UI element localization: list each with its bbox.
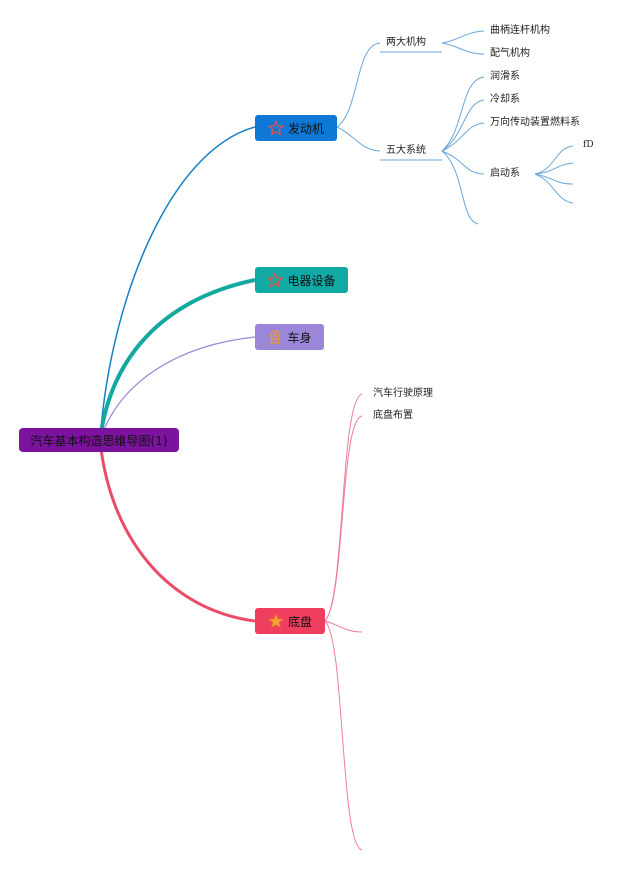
topic-crank-linkage[interactable]: 曲柄连杆机构: [490, 25, 550, 36]
edge-two-c1: [441, 30, 485, 44]
branch-engine-label: 发动机: [287, 121, 324, 136]
edge-root-electrical: [98, 278, 256, 441]
edge-chassis-c3: [324, 620, 363, 633]
star-filled-icon: [267, 613, 284, 629]
edge-start-c1: [534, 145, 574, 175]
topic-two-mechanisms[interactable]: 两大机构: [386, 37, 426, 48]
branch-electrical[interactable]: 电器设备: [255, 267, 348, 293]
branch-body-label: 车身: [287, 330, 312, 345]
edge-chassis-c2: [324, 415, 363, 622]
topic-five-systems[interactable]: 五大系统: [386, 145, 426, 156]
root-node[interactable]: 汽车基本构造思维导图(1): [19, 428, 179, 452]
edge-chassis-c4: [324, 620, 363, 851]
edge-start-c3: [534, 173, 574, 185]
edge-five-c3: [441, 122, 485, 152]
edge-five-c2: [441, 99, 485, 152]
star-outline-icon: [267, 120, 284, 136]
topic-starting-system[interactable]: 启动系: [490, 168, 520, 179]
edge-root-chassis: [98, 439, 256, 623]
edge-engine-five: [336, 126, 381, 152]
award-ribbon-icon: [267, 329, 283, 345]
branch-body[interactable]: 车身: [255, 324, 324, 350]
star-outline-icon: [267, 272, 284, 288]
topic-fd[interactable]: fD: [583, 140, 594, 150]
edge-root-engine: [99, 126, 256, 441]
topic-drivetrain-fuel[interactable]: 万向传动装置燃料系: [490, 117, 580, 128]
edge-five-c1: [441, 76, 485, 152]
branch-electrical-label: 电器设备: [287, 273, 336, 288]
branch-engine[interactable]: 发动机: [255, 115, 337, 141]
branch-chassis[interactable]: 底盘: [255, 608, 325, 634]
edge-start-c4: [534, 173, 574, 204]
edge-five-c5: [441, 150, 479, 225]
topic-lubrication[interactable]: 润滑系: [490, 71, 520, 82]
topic-cooling[interactable]: 冷却系: [490, 94, 520, 105]
topic-chassis-layout[interactable]: 底盘布置: [373, 410, 413, 421]
edge-engine-two: [336, 42, 381, 128]
edge-five-c4: [441, 150, 485, 175]
edge-root-body: [99, 336, 256, 441]
topic-valve-train[interactable]: 配气机构: [490, 48, 530, 59]
edge-start-c2: [534, 162, 574, 175]
topic-driving-principle[interactable]: 汽车行驶原理: [373, 388, 433, 399]
branch-chassis-label: 底盘: [287, 614, 312, 629]
edge-two-c2: [441, 42, 485, 55]
root-node-label: 汽车基本构造思维导图(1): [30, 433, 168, 448]
